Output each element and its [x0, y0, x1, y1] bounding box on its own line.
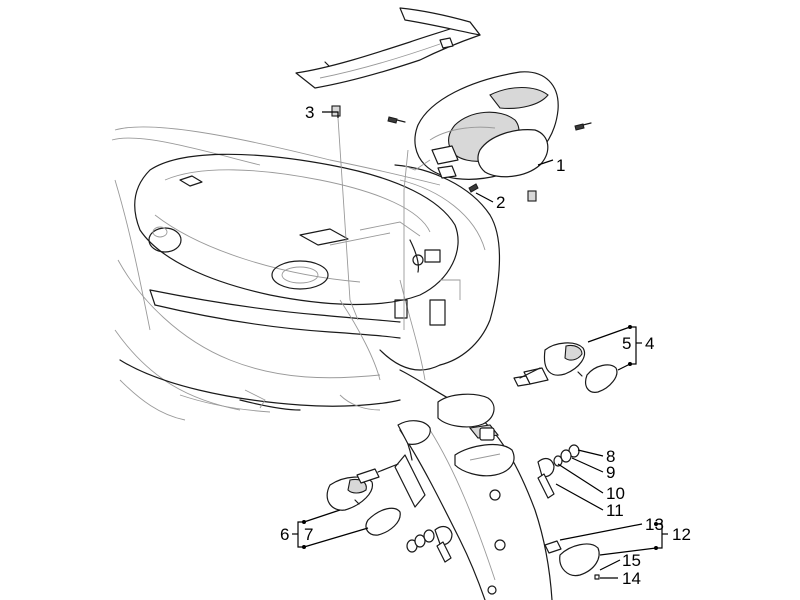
callout-3: 3 [305, 103, 314, 122]
callout-2: 2 [496, 193, 505, 212]
left-turn-signal-assembly [326, 463, 401, 536]
callout-9: 9 [606, 463, 615, 482]
seat-cover-panel [295, 7, 481, 89]
callout-10: 10 [606, 484, 625, 503]
tail-light-screws [331, 105, 592, 202]
callout-8: 8 [606, 447, 615, 466]
callout-1: 1 [556, 156, 565, 175]
callout-11: 11 [606, 501, 624, 520]
callout-6: 6 [280, 525, 289, 544]
leader-lines [292, 111, 668, 579]
callout-15: 15 [622, 551, 641, 570]
license-plate-light-assembly [544, 540, 600, 580]
callout-4: 4 [645, 334, 654, 353]
tail-light-assembly [404, 71, 559, 180]
scooter-body-frame [111, 126, 553, 600]
callout-12: 12 [672, 525, 691, 544]
callout-13: 13 [645, 515, 664, 534]
callout-14: 14 [622, 569, 641, 588]
callout-7: 7 [304, 525, 313, 544]
left-mounting-hardware [406, 525, 453, 563]
right-turn-signal-assembly [513, 342, 618, 393]
callout-5: 5 [622, 334, 631, 353]
right-mounting-hardware [537, 444, 580, 499]
callout-labels: 1 2 3 4 5 6 7 8 9 10 11 12 13 14 15 [280, 103, 691, 588]
